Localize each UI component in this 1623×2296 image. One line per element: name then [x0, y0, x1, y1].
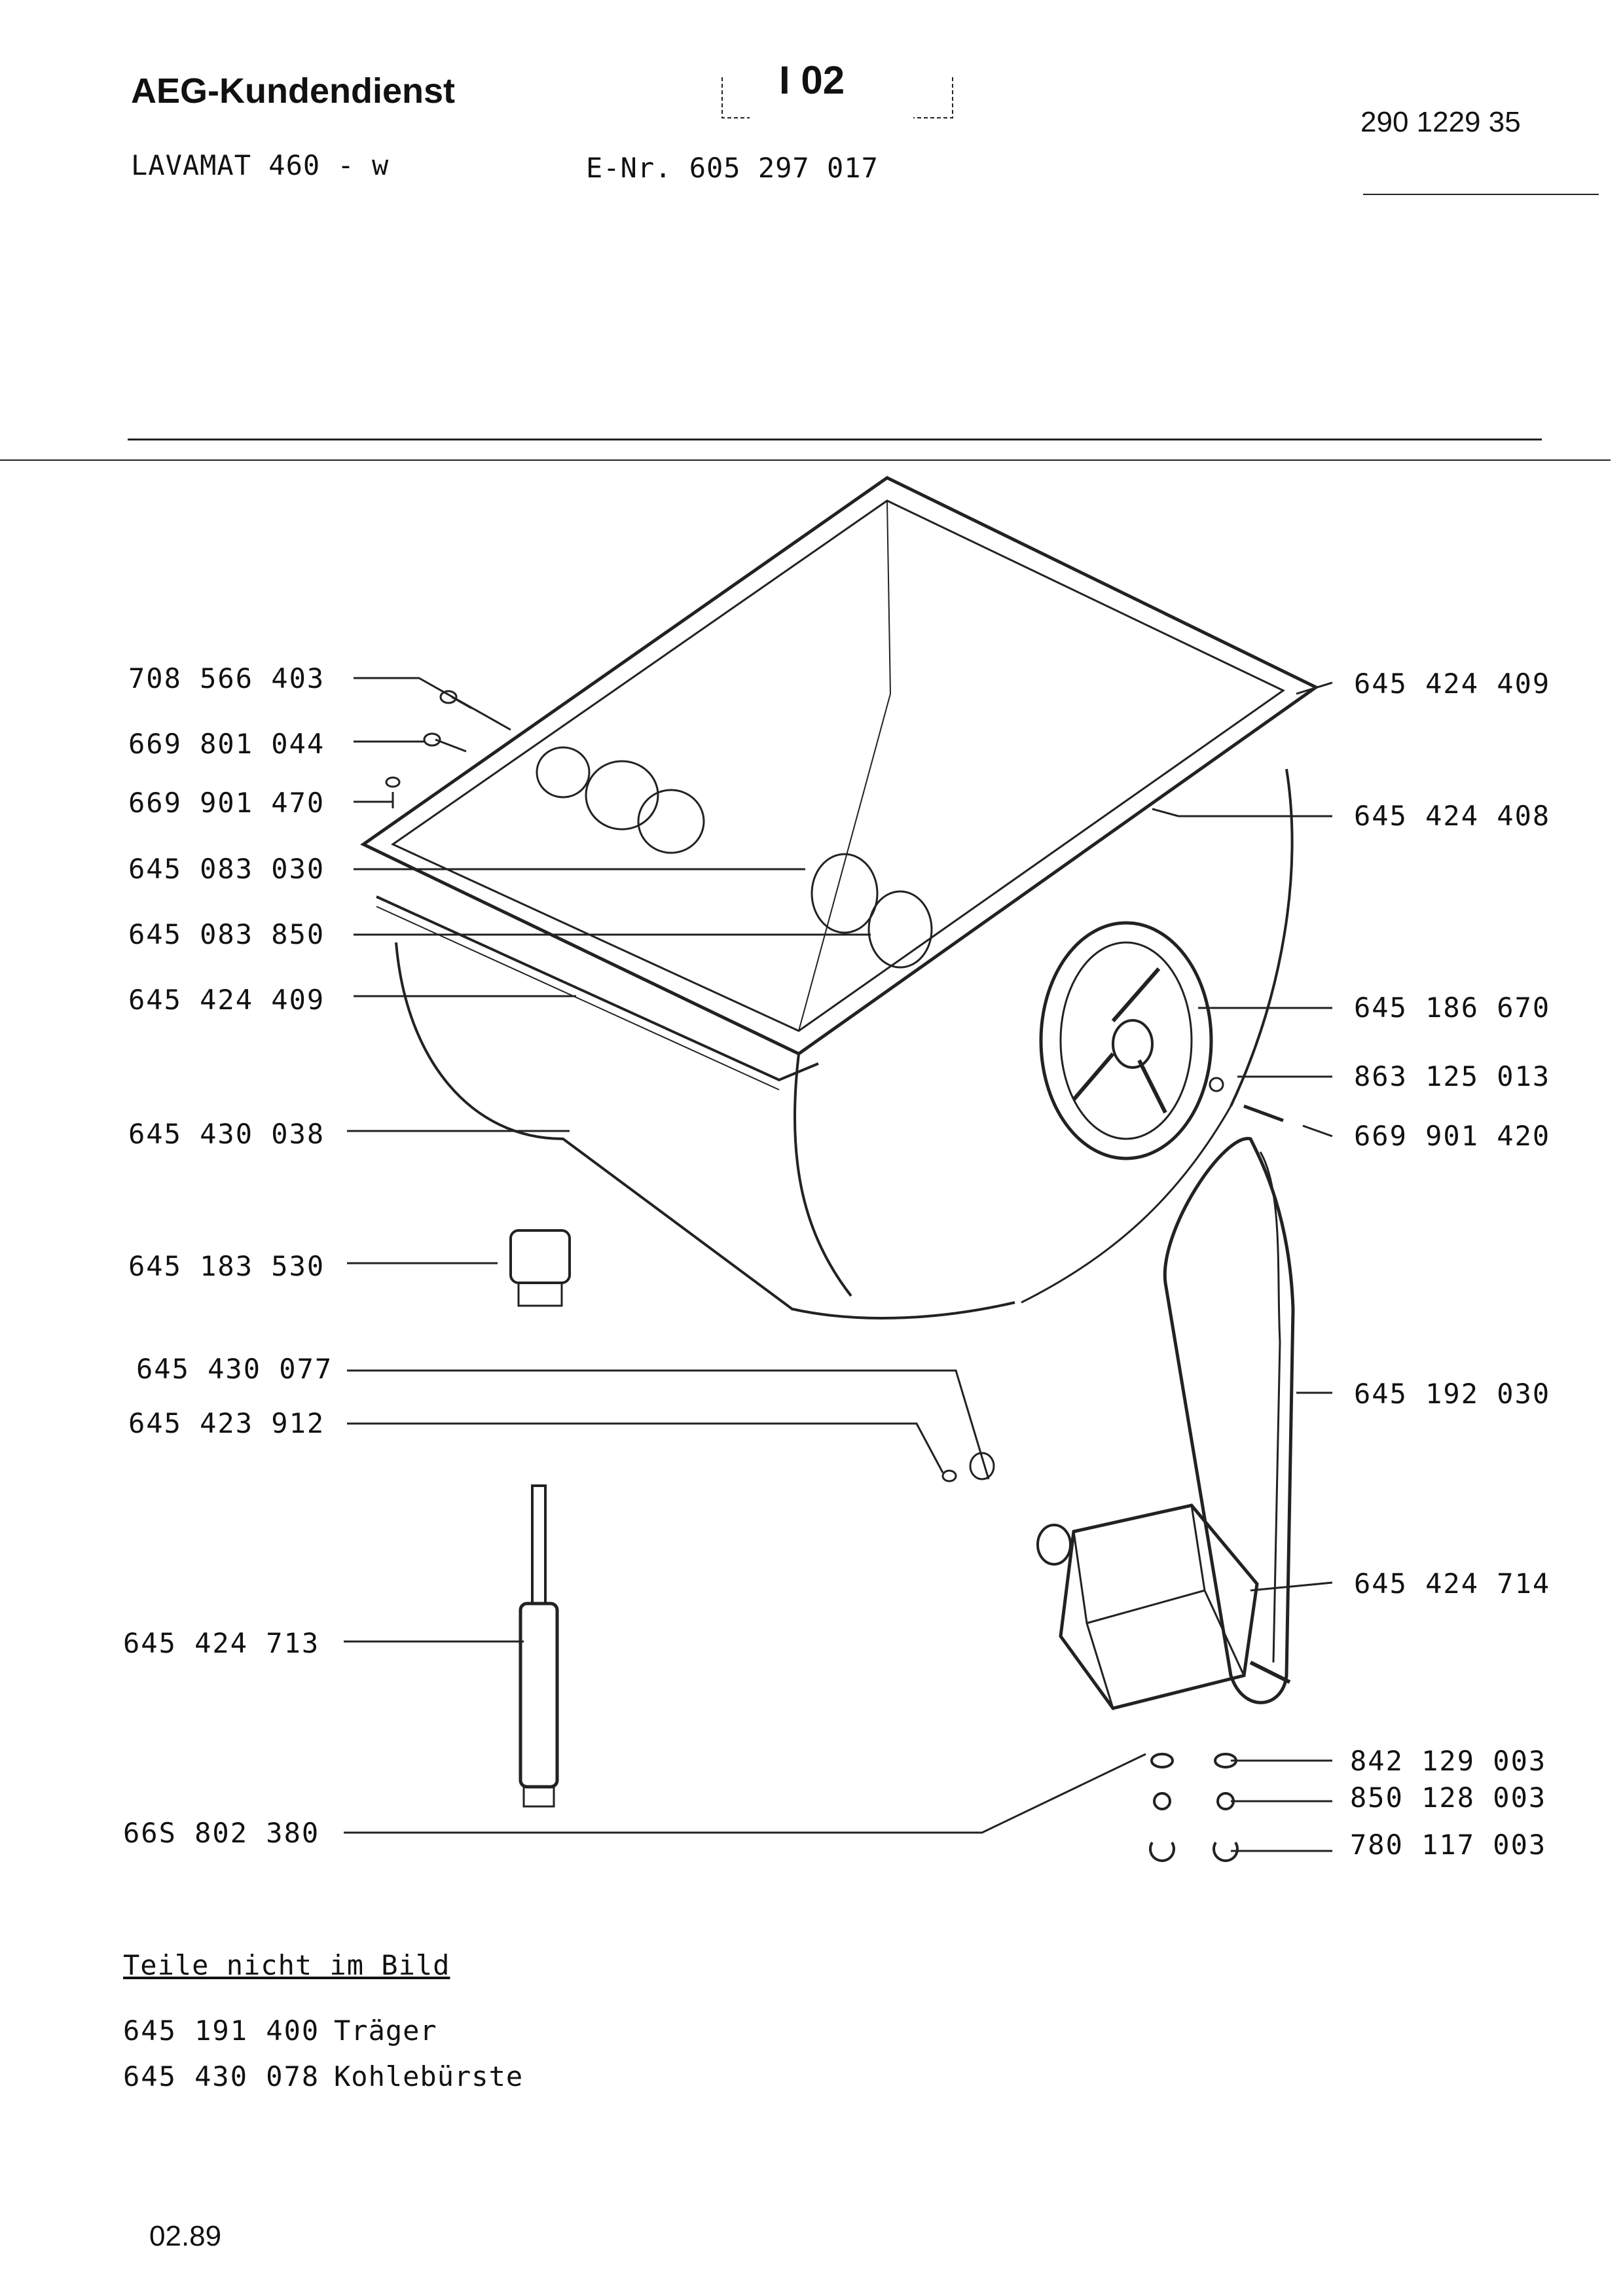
base-hardware [1149, 1753, 1239, 1862]
part-label-left: 645 083 030 [128, 853, 325, 885]
part-label-left: 645 424 713 [123, 1627, 320, 1659]
part-label-right: 645 424 408 [1354, 800, 1551, 832]
part-label-left: 669 901 470 [128, 787, 325, 819]
brand-title: AEG-Kundendienst [131, 71, 455, 111]
part-label-left: 66S 802 380 [123, 1817, 320, 1849]
page-code-brackets [721, 77, 953, 118]
e-number: E-Nr. 605 297 017 [586, 152, 879, 184]
fastener-parts [385, 690, 933, 969]
part-label-right: 863 125 013 [1354, 1060, 1551, 1092]
part-label-left: 645 424 409 [128, 984, 325, 1016]
part-label-right: 645 424 714 [1354, 1568, 1551, 1600]
not-shown-heading: Teile nicht im Bild [123, 1949, 450, 1981]
not-shown-number: 645 191 400 [123, 2015, 320, 2047]
tub-assembly [360, 476, 1319, 1319]
part-label-right: 850 128 003 [1350, 1782, 1547, 1814]
page-code: I 02 [779, 58, 845, 102]
part-label-left: 645 430 077 [136, 1353, 333, 1385]
part-label-right: 645 192 030 [1354, 1378, 1551, 1410]
motor [941, 1452, 1291, 1710]
part-label-right: 669 901 420 [1354, 1120, 1551, 1152]
footer-date: 02.89 [149, 2220, 222, 2252]
not-shown-number: 645 430 078 [123, 2060, 320, 2092]
leader-lines-left [344, 677, 1146, 1834]
part-label-right: 645 186 670 [1354, 992, 1551, 1024]
part-label-left: 645 423 912 [128, 1407, 325, 1439]
part-label-left: 645 183 530 [128, 1250, 325, 1282]
scan-edge-line [0, 459, 1611, 461]
doc-number-rule [1363, 194, 1599, 195]
leader-lines-right [1152, 681, 1333, 1852]
header-separator [128, 439, 1542, 440]
part-label-left: 669 801 044 [128, 728, 325, 760]
foot-part [509, 1229, 571, 1307]
model-name: LAVAMAT 460 - w [131, 149, 390, 181]
part-label-left: 645 430 038 [128, 1118, 325, 1150]
not-shown-name: Träger [334, 2015, 437, 2047]
document-number: 290 1229 35 [1360, 106, 1521, 138]
not-shown-name: Kohlebürste [334, 2060, 524, 2092]
part-label-left: 645 083 850 [128, 918, 325, 950]
shock-absorber [519, 1484, 559, 1808]
part-label-right: 780 117 003 [1350, 1829, 1547, 1861]
part-label-right: 645 424 409 [1354, 668, 1551, 700]
drive-belt [1163, 1137, 1295, 1704]
part-label-left: 708 566 403 [128, 662, 325, 694]
pulley [1039, 921, 1284, 1160]
part-label-right: 842 129 003 [1350, 1745, 1547, 1777]
